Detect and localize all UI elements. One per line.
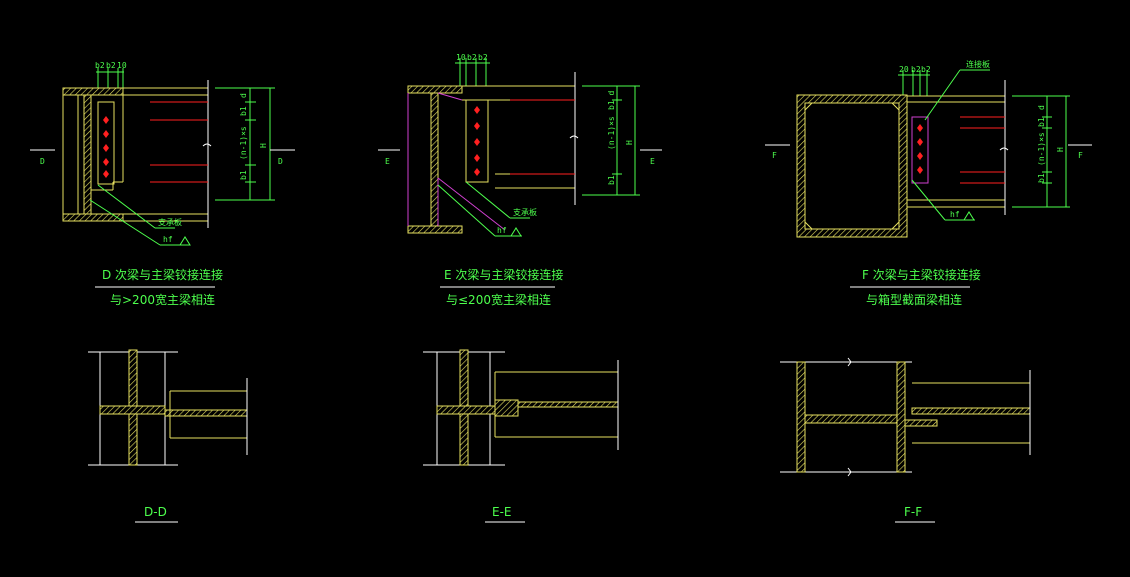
detail-e-dim-ns: (n-1)×s xyxy=(607,116,616,150)
detail-e-dim-10: 10 xyxy=(456,53,466,62)
detail-f-dim-ns: (n-1)×s xyxy=(1037,132,1046,166)
detail-f-bolts xyxy=(917,124,923,174)
detail-e-section-left: E xyxy=(385,157,390,166)
detail-d-title: D 次梁与主梁铰接连接 xyxy=(102,267,223,282)
section-ee: E-E xyxy=(423,349,619,523)
detail-f-dim-b2a: b2 xyxy=(911,65,921,74)
detail-d-section-left: D xyxy=(40,157,45,166)
detail-d-weld-label: hf xyxy=(163,235,173,244)
detail-d-section-right: D xyxy=(278,157,283,166)
detail-d-dim-10: 10 xyxy=(117,61,127,70)
detail-e-dim-b1: b1 xyxy=(607,175,616,185)
detail-f-dim-b1-bottom: b1 xyxy=(1037,173,1046,183)
detail-e-subtitle: 与≤200宽主梁相连 xyxy=(446,292,551,307)
section-ff: F-F xyxy=(780,357,1031,523)
detail-f-callout-label: 连接板 xyxy=(966,59,990,69)
detail-f-secondary-beam xyxy=(907,80,1006,215)
detail-f-dim-b2b: b2 xyxy=(921,65,931,74)
detail-f-leaders xyxy=(911,69,990,221)
detail-f-side-dims xyxy=(1012,95,1070,208)
detail-d-dim-b2a: b2 xyxy=(95,61,105,70)
detail-f-connection-plate xyxy=(911,116,929,184)
detail-f-section-left: F xyxy=(772,151,777,160)
detail-d-secondary-beam xyxy=(97,80,209,228)
detail-e-stiffener xyxy=(407,92,506,231)
detail-e-height-label: H xyxy=(625,140,634,145)
detail-f-top-dims xyxy=(898,70,930,96)
detail-e-main-beam xyxy=(407,85,463,234)
detail-f-break-mark xyxy=(999,147,1009,151)
detail-d-callout-label: 支承板 xyxy=(158,217,182,227)
detail-e-flange-lines xyxy=(510,99,575,175)
section-dd-label: D-D xyxy=(144,505,167,519)
detail-e-dim-b1d: b1 d xyxy=(607,91,616,110)
detail-d-main-beam xyxy=(62,87,124,222)
detail-e-secondary-beam xyxy=(462,72,576,205)
detail-e-leaders xyxy=(437,181,530,237)
detail-f-box-beam xyxy=(796,94,908,238)
detail-e: 10 b2 b2 xyxy=(378,53,662,307)
section-ff-label: F-F xyxy=(904,505,922,519)
detail-d-flange-lines xyxy=(150,101,208,183)
detail-f: 20 b2 b2 xyxy=(765,59,1092,307)
detail-d-top-dims xyxy=(96,68,124,90)
detail-d: b2 b2 10 xyxy=(30,61,295,307)
detail-e-break-mark xyxy=(569,135,579,139)
detail-d-dim-d: d xyxy=(239,93,248,98)
detail-e-section-right: E xyxy=(650,157,655,166)
detail-e-title: E 次梁与主梁铰接连接 xyxy=(444,267,563,282)
detail-e-dim-b2a: b2 xyxy=(467,53,477,62)
detail-f-section-right: F xyxy=(1078,151,1083,160)
detail-d-side-dims xyxy=(215,87,275,201)
detail-d-break-mark xyxy=(202,143,212,147)
detail-f-title: F 次梁与主梁铰接连接 xyxy=(862,267,981,282)
detail-f-flange-lines xyxy=(960,116,1005,184)
detail-d-dim-b1: b1 xyxy=(239,106,248,116)
detail-d-subtitle: 与>200宽主梁相连 xyxy=(110,292,215,307)
detail-e-weld-label: hf xyxy=(497,226,507,235)
detail-d-height-label: H xyxy=(259,143,268,148)
detail-d-bolts xyxy=(103,116,109,178)
detail-f-dim-20: 20 xyxy=(899,65,909,74)
section-ff-box xyxy=(796,361,1031,473)
detail-f-dim-d: d xyxy=(1037,105,1046,110)
detail-d-dim-b1-bottom: b1 xyxy=(239,170,248,180)
detail-d-leaders xyxy=(89,184,191,246)
detail-f-weld-label: hf xyxy=(950,210,960,219)
detail-e-callout-label: 支承板 xyxy=(513,207,537,217)
detail-e-dim-b2b: b2 xyxy=(478,53,488,62)
detail-e-top-dims xyxy=(455,58,490,86)
section-ee-label: E-E xyxy=(492,505,512,519)
detail-f-dim-b1: b1 xyxy=(1037,117,1046,127)
detail-f-subtitle: 与箱型截面梁相连 xyxy=(866,292,962,307)
detail-f-height-label: H xyxy=(1056,147,1065,152)
section-dd-web xyxy=(99,349,248,466)
section-dd: D-D xyxy=(88,349,248,523)
detail-e-bolts xyxy=(474,106,480,176)
detail-d-dim-b2b: b2 xyxy=(106,61,116,70)
detail-e-side-dims xyxy=(582,85,640,196)
section-ee-web xyxy=(436,349,619,466)
detail-d-dim-ns: (n-1)×s xyxy=(239,126,248,160)
